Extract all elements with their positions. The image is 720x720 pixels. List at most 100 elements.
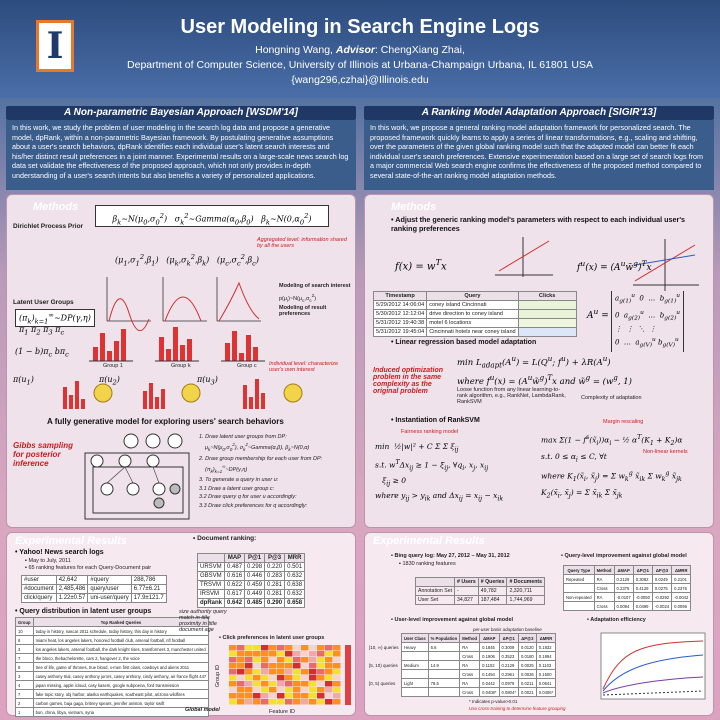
heatmap-cell bbox=[237, 681, 245, 687]
heatmap-cell bbox=[245, 687, 253, 693]
heatmap-cell bbox=[229, 645, 237, 651]
user-class-range: [0, 5) queries bbox=[369, 681, 396, 686]
table-cell: 0.0021 bbox=[517, 687, 537, 697]
dp-formula: (πk)k=1∞~DP(γ,η) bbox=[15, 309, 95, 328]
stick-formula: (1 − b)πc bπc bbox=[15, 347, 69, 359]
table-cell: 5/29/2012 14:06:04 bbox=[372, 300, 428, 310]
table-cell: 0.2961 bbox=[498, 669, 519, 679]
heatmap-cell bbox=[333, 657, 341, 663]
generative-steps: 1. Draw latent user groups from DP: μk~N… bbox=[199, 434, 323, 509]
table-cell: casey anthony trial, casey anthony juror… bbox=[32, 671, 210, 681]
table-cell: 0.220 bbox=[264, 562, 286, 572]
fairness-note: Fairness ranking model bbox=[401, 429, 459, 435]
table-cell: 0.2376 bbox=[671, 583, 692, 593]
heatmap-cell bbox=[285, 651, 293, 657]
table-cell: 5/31/2012 19:40:38 bbox=[372, 318, 428, 328]
heatmap-cell bbox=[317, 681, 325, 687]
table-cell: 288,786 bbox=[130, 575, 167, 585]
heatmap-cell bbox=[325, 687, 333, 693]
group-bars bbox=[89, 327, 265, 362]
click-marks bbox=[517, 309, 577, 319]
linear-regression-bullet: • Linear regression based model adaptati… bbox=[391, 339, 537, 346]
click-pref-heatmap bbox=[229, 645, 351, 705]
table-cell: 0.1906 bbox=[479, 651, 500, 661]
table-cell: 1.22±0.57 bbox=[55, 593, 89, 603]
table-cell: 1,744,969 bbox=[506, 595, 546, 605]
pi-u1: π(u1) bbox=[13, 375, 34, 387]
table-cell: 0.0026 bbox=[517, 669, 537, 679]
table-header-cell: Method bbox=[459, 633, 481, 643]
au-label: Au = bbox=[587, 307, 609, 321]
table-cell: User Set bbox=[414, 595, 456, 605]
table-cell: miami heat, los angeles lakers, honored … bbox=[32, 635, 210, 645]
heatmap-cell bbox=[285, 675, 293, 681]
heatmap-cell bbox=[317, 657, 325, 663]
click-marks bbox=[517, 318, 577, 328]
right-methods-panel: Methods • Adjust the generic ranking mod… bbox=[364, 194, 714, 528]
table-cell: 0.449 bbox=[244, 589, 266, 599]
table-cell: RA bbox=[459, 678, 481, 688]
heatmap-cell bbox=[301, 663, 309, 669]
table-cell: 0.632 bbox=[284, 589, 306, 599]
kernel-note: Non-linear kernels bbox=[643, 449, 688, 455]
table-cell: 0.0275 bbox=[651, 583, 673, 593]
right-results-title: Experimental Results bbox=[373, 535, 485, 547]
heatmap-cell bbox=[333, 675, 341, 681]
heatmap-cell bbox=[245, 699, 253, 705]
table-header-cell: Method bbox=[593, 565, 615, 575]
table-cell: URSVM bbox=[196, 562, 226, 572]
table-header-cell: ΔP@1 bbox=[632, 565, 653, 575]
user-level-bullet: • User-level improvement against global … bbox=[391, 617, 514, 623]
bing-bullet: • Bing query log: May 27, 2012 – May 31,… bbox=[391, 553, 510, 559]
table-cell: 0.2375 bbox=[613, 583, 634, 593]
group-params: (μ1,σ12,β1) (μk,σk2,βk) (μc,σc2,βc) bbox=[115, 253, 260, 268]
prior-formula-box: βk~N(μ0,σ02) σk2~Gamma(α0,β0) βk~N(0,α02… bbox=[95, 205, 329, 227]
heatmap-cell bbox=[285, 699, 293, 705]
heatmap-cell bbox=[237, 669, 245, 675]
click-marks bbox=[517, 327, 577, 337]
table-cell: Heavy bbox=[401, 642, 429, 652]
table-cell: 1 bbox=[15, 707, 34, 717]
heatmap-cell bbox=[293, 651, 301, 657]
right-intro: In this work, we propose a general ranki… bbox=[364, 120, 714, 190]
group1-label: Group 1 bbox=[103, 363, 123, 369]
table-header-cell: P@3 bbox=[264, 553, 286, 563]
table-header-cell: ΔMRR bbox=[535, 633, 557, 643]
heatmap-cell bbox=[309, 651, 317, 657]
table-cell: 4 bbox=[15, 680, 34, 690]
heatmap-cell bbox=[285, 693, 293, 699]
table-cell: 0.632 bbox=[284, 571, 306, 581]
table-cell: 0.1832 bbox=[535, 642, 557, 652]
table-cell: fake topic story, obj harbor, alaska ear… bbox=[32, 689, 210, 699]
heatmap-cell bbox=[285, 645, 293, 651]
pi-u2: π(u2) bbox=[99, 375, 120, 387]
table-cell: 0.617 bbox=[224, 589, 246, 599]
table-cell: coney island Cincinnati bbox=[426, 300, 519, 310]
table-cell: 2 bbox=[15, 698, 34, 708]
heatmap-cell bbox=[309, 663, 317, 669]
table-cell: 5/31/2012 19:45:04 bbox=[372, 327, 428, 337]
heatmap-cell bbox=[317, 645, 325, 651]
heatmap-cell bbox=[253, 681, 261, 687]
table-cell: the bloco, thebachelorette, cars 2, hang… bbox=[32, 653, 210, 663]
ranksvm-bullet: • Instantiation of RankSVM bbox=[391, 417, 480, 424]
table-cell: query/user bbox=[87, 584, 132, 594]
heatmap-cell bbox=[269, 693, 277, 699]
heatmap-cell bbox=[293, 675, 301, 681]
table-cell: 0.0442 bbox=[479, 678, 500, 688]
heatmap-cell bbox=[293, 645, 301, 651]
